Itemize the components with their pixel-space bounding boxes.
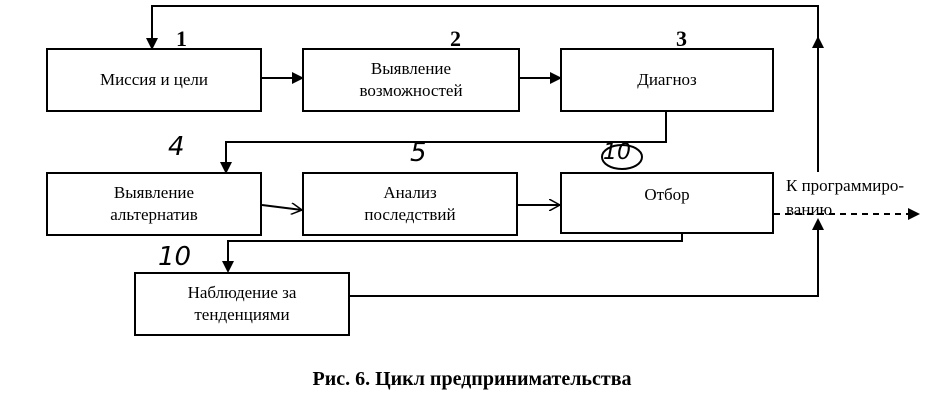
arrow-6-7 xyxy=(222,234,683,273)
box-diagnosis: Диагноз xyxy=(560,48,774,112)
box-trends-label: Наблюдение за тенденциями xyxy=(187,283,297,324)
number-6: 10 xyxy=(603,140,631,165)
number-1: 1 xyxy=(176,26,187,51)
box-opportunities-label: Выявление возможностей xyxy=(359,59,463,100)
number-4: 4 xyxy=(168,132,185,162)
box-trends: Наблюдение за тенденциями xyxy=(134,272,350,336)
number-2: 2 xyxy=(450,26,461,51)
number-7: 10 xyxy=(158,242,192,272)
box-alternatives-label: Выявление альтернатив xyxy=(110,183,198,224)
arrow-7-out xyxy=(350,218,824,297)
box-selection-label: Отбор xyxy=(644,185,690,204)
feedback-line xyxy=(146,5,819,50)
circle-mark xyxy=(601,144,643,170)
number-3: 3 xyxy=(676,26,687,51)
box-consequences-label: Анализ последствий xyxy=(364,183,456,224)
number-5: 5 xyxy=(410,138,427,168)
box-opportunities: Выявление возможностей xyxy=(302,48,520,112)
output-label: К программиро- ванию xyxy=(786,150,936,222)
box-consequences: Анализ последствий xyxy=(302,172,518,236)
arrow-4-5 xyxy=(261,205,302,210)
figure-caption: Рис. 6. Цикл предпринимательства xyxy=(312,368,632,390)
box-diagnosis-label: Диагноз xyxy=(637,70,697,89)
box-mission: Миссия и цели xyxy=(46,48,262,112)
box-mission-label: Миссия и цели xyxy=(99,70,209,89)
output-label-text: К программиро- ванию xyxy=(786,176,904,219)
arrow-3-4 xyxy=(220,112,667,174)
box-selection: Отбор xyxy=(560,172,774,234)
box-alternatives: Выявление альтернатив xyxy=(46,172,262,236)
